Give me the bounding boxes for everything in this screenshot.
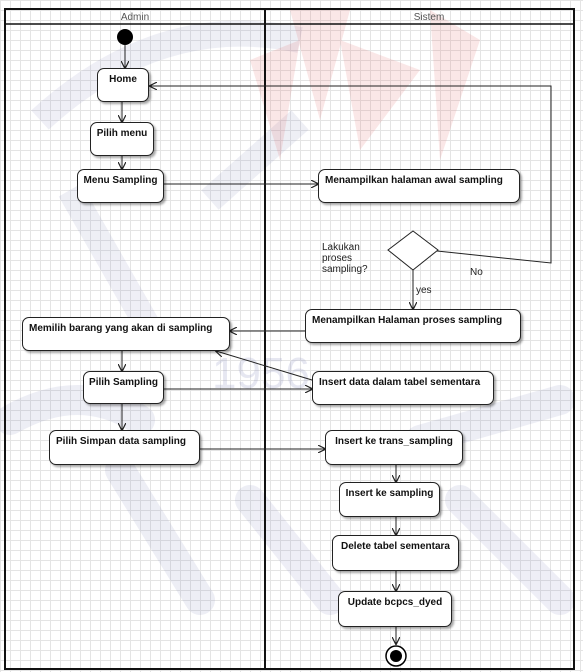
activity-memilih-barang: Memilih barang yang akan di sampling xyxy=(22,317,230,351)
activity-pilih-simpan: Pilih Simpan data sampling xyxy=(49,430,200,465)
activity-halaman-awal: Menampilkan halaman awal sampling xyxy=(318,169,520,203)
label-yes: yes xyxy=(416,285,432,296)
edge-insert-back xyxy=(216,351,313,381)
activity-pilih-sampling: Pilih Sampling xyxy=(83,371,164,404)
activity-pilih-menu: Pilih menu xyxy=(90,122,154,156)
activity-insert-sementara: Insert data dalam tabel sementara xyxy=(312,371,494,405)
lane-title-admin: Admin xyxy=(120,12,150,23)
activity-insert-sampling: Insert ke sampling xyxy=(339,482,440,517)
activity-insert-trans: Insert ke trans_sampling xyxy=(325,430,463,465)
activity-menu-sampling: Menu Sampling xyxy=(77,169,164,203)
activity-delete-sementara: Delete tabel sementara xyxy=(332,535,459,571)
end-node xyxy=(385,645,407,667)
activity-halaman-proses: Menampilkan Halaman proses sampling xyxy=(305,309,521,343)
svg-text:1956: 1956 xyxy=(212,349,310,398)
decision-diamond xyxy=(387,230,439,271)
lane-title-sistem: Sistem xyxy=(413,12,445,23)
start-node xyxy=(117,29,133,45)
activity-update-bcpcs: Update bcpcs_dyed xyxy=(338,591,452,627)
label-no: No xyxy=(470,267,483,278)
decision-question: Lakukan proses sampling? xyxy=(322,242,368,275)
edge-no-home xyxy=(150,86,552,264)
activity-home: Home xyxy=(97,68,149,102)
swimlane-frame xyxy=(4,8,575,670)
